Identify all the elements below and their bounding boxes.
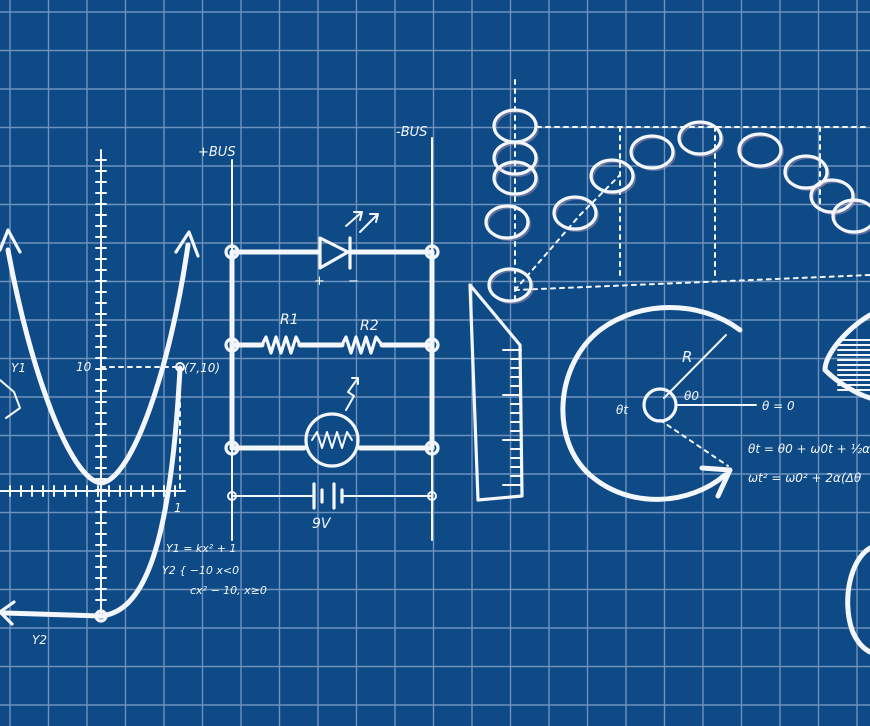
node: [224, 440, 240, 456]
point-7-10: [175, 362, 185, 372]
ball-shadow: [786, 157, 830, 191]
led-symbol: [318, 236, 352, 270]
ball: [783, 154, 829, 190]
ball-shadow: [680, 123, 724, 157]
piecewise-y2: [2, 365, 183, 619]
equation-y2-bottom: cx² − 10, x≥0: [190, 584, 267, 597]
led-emission-arrows: [345, 211, 379, 233]
resistor-r2: [340, 335, 384, 355]
label-theta-zero: θ = 0: [762, 399, 795, 413]
label-theta-0: θ0: [684, 389, 699, 403]
trajectory-line: [514, 174, 621, 291]
ball-shadow: [495, 163, 539, 197]
label-r2: R2: [360, 318, 379, 334]
rotation-center: [642, 387, 678, 423]
node: [424, 244, 440, 260]
ball-shadow: [632, 137, 676, 171]
partial-oval: [845, 545, 870, 655]
ruler-outline: [468, 283, 524, 502]
label-one: 1: [174, 501, 182, 515]
label-led-minus: −: [348, 274, 359, 289]
circuit-diagram: +BUS -BUS + − R1 R2 9V: [198, 125, 440, 541]
ball-shadow: [487, 207, 531, 241]
ball-shadow: [740, 135, 784, 169]
node: [424, 337, 440, 353]
ball-shadow: [592, 161, 636, 195]
ball-shadow: [495, 143, 539, 177]
equation-y1: Y1 = kx² + 1: [166, 542, 236, 555]
ball: [589, 158, 635, 194]
ball: [629, 134, 675, 170]
rotation-arrow-head: [699, 465, 733, 499]
ruler-ticks: [502, 349, 522, 486]
radius-line: [663, 334, 727, 399]
node: [424, 440, 440, 456]
battery-symbol: [312, 482, 344, 510]
ball-shadow: [490, 270, 534, 304]
function-graph: Y1 10 (7,10) 1 Y2 Y1 = kx² + 1 Y2 { −10 …: [0, 149, 267, 647]
lamp-symbol: [304, 412, 360, 468]
ball: [552, 195, 598, 231]
label-y1: Y1: [11, 361, 26, 375]
arrow-head-y2: [0, 600, 16, 626]
battery-terminal: [227, 491, 237, 501]
lens-outline: [822, 312, 870, 401]
rotation-diagram: R θt θ0 θ = 0 θt = θ0 + ω0t + ½αt² ωt² =…: [560, 305, 870, 502]
partial-curve: [0, 379, 21, 419]
lens-shape: [822, 312, 870, 401]
label-led-plus: +: [314, 274, 325, 289]
rotation-arc: [560, 305, 743, 502]
arrow-head-right: [174, 230, 200, 258]
node: [224, 244, 240, 260]
x-axis-ticks: [9, 485, 176, 497]
origin-dot: [94, 609, 108, 623]
resistor-r1: [260, 335, 302, 355]
ball: [831, 198, 870, 234]
ball: [487, 267, 533, 303]
label-battery: 9V: [312, 516, 332, 532]
node: [224, 337, 240, 353]
ball-shadow: [555, 198, 599, 232]
label-plus-bus: +BUS: [198, 145, 236, 160]
ball: [737, 132, 783, 168]
label-minus-bus: -BUS: [396, 125, 427, 140]
label-point: (7,10): [184, 361, 220, 375]
equation-omega: ωt² = ω0² + 2α(Δθ: [748, 471, 862, 485]
parabola-y1: [5, 242, 191, 486]
theta-t-line: [659, 419, 729, 467]
ball: [809, 178, 855, 214]
ball: [677, 120, 723, 156]
label-ten: 10: [76, 360, 92, 374]
label-radius: R: [682, 348, 692, 366]
label-r1: R1: [280, 312, 299, 328]
battery-terminal: [427, 491, 437, 501]
lens-hatch: [837, 339, 870, 391]
label-y2: Y2: [32, 633, 47, 647]
ball-positions: [484, 108, 870, 304]
lamp-light-arrow: [345, 377, 359, 411]
label-theta-t: θt: [616, 403, 629, 417]
ruler: [468, 283, 524, 502]
motion-circles: [484, 79, 870, 304]
equation-theta: θt = θ0 + ω0t + ½αt²: [748, 442, 870, 456]
y-axis-ticks: [95, 159, 107, 601]
lamp-filament: [311, 431, 353, 449]
ball: [484, 204, 530, 240]
arrow-head-left: [0, 228, 22, 254]
motion-guides: [514, 79, 870, 301]
ball-shadow: [834, 201, 870, 235]
equation-y2-top: Y2 { −10 x<0: [162, 564, 239, 577]
